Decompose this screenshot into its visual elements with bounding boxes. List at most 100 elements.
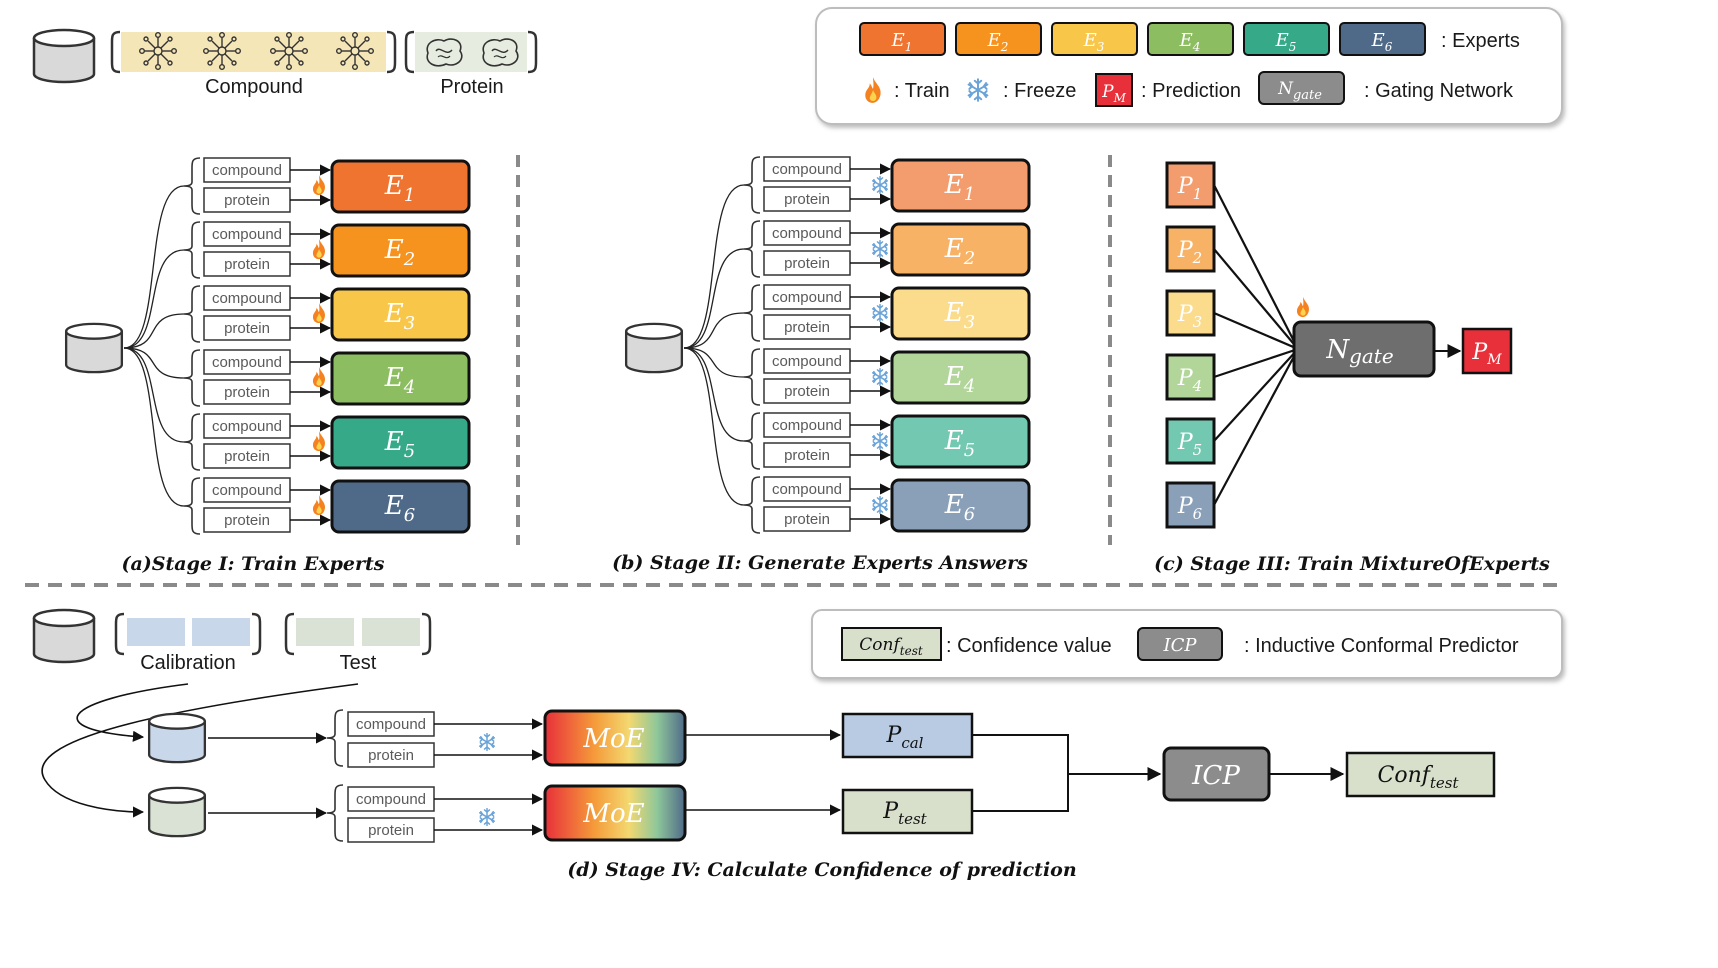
legend-prediction-label: : Prediction <box>1141 80 1241 102</box>
moe-box <box>543 784 687 842</box>
prediction-box <box>1165 289 1216 337</box>
snowflake-icon <box>872 367 888 387</box>
protein-input-label: protein <box>224 192 270 209</box>
protein-input-label: protein <box>784 191 830 208</box>
compound-input-label: compound <box>212 226 282 243</box>
compound-input <box>763 476 851 502</box>
protein-input-label: protein <box>224 512 270 529</box>
expert-label: E1 <box>944 170 975 205</box>
stage4-panel: Calibration Test compoundproteinMoEcompo… <box>32 608 1496 843</box>
expert-label: E5 <box>944 426 975 461</box>
snowflake-icon <box>872 431 888 451</box>
prediction-box <box>1165 161 1216 209</box>
protein-label: Protein <box>440 76 503 98</box>
legend-conf-symbol: Conftest <box>859 635 923 658</box>
legend-prediction-symbol: PM <box>1101 82 1126 105</box>
expert-box <box>330 351 471 406</box>
expert-label: E6 <box>384 491 415 526</box>
protein-input <box>763 314 851 340</box>
snowflake-icon <box>872 303 888 323</box>
icp-label: ICP <box>1191 761 1240 791</box>
compound-input-label: compound <box>356 716 426 733</box>
database-icon <box>624 322 684 374</box>
expert-box <box>890 350 1031 405</box>
database-icon <box>64 322 124 374</box>
compound-input-label: compound <box>772 289 842 306</box>
expert-label: E1 <box>384 171 415 206</box>
expert-box <box>330 479 471 534</box>
legend-expert-swatch <box>1051 22 1138 56</box>
expert-box <box>890 222 1031 277</box>
prediction-box <box>1165 417 1216 465</box>
legend-expert-swatch <box>1147 22 1234 56</box>
flame-icon <box>312 366 326 388</box>
snowflake-icon <box>872 495 888 515</box>
compound-input-label: compound <box>212 482 282 499</box>
legend-expert-label: E4 <box>1179 30 1201 54</box>
compound-input-label: compound <box>772 161 842 178</box>
prediction-box <box>1165 353 1216 401</box>
legend-expert-label: E2 <box>987 30 1009 54</box>
compound-input-label: compound <box>772 225 842 242</box>
flame-icon <box>1296 296 1310 318</box>
legend-gating-symbol: Ngate <box>1277 79 1322 103</box>
legend-expert-label: E5 <box>1275 30 1297 54</box>
test-block <box>296 618 354 646</box>
compound-input <box>203 221 291 247</box>
protein-input-label: protein <box>224 256 270 273</box>
flame-icon <box>312 430 326 452</box>
compound-input <box>203 413 291 439</box>
prediction-box <box>1165 481 1216 529</box>
compound-input-label: compound <box>356 791 426 808</box>
prediction-label: P4 <box>1177 366 1202 395</box>
compound-input <box>763 348 851 374</box>
expert-label: E3 <box>384 299 415 334</box>
test-block <box>362 618 420 646</box>
expert-label: E4 <box>944 362 975 397</box>
conf-label: Conftest <box>1377 763 1459 792</box>
prediction-output-box <box>1461 327 1513 375</box>
legend-experts-label: : Experts <box>1441 30 1520 52</box>
legend-conf-label: : Confidence value <box>946 635 1112 657</box>
compound-input-label: compound <box>212 290 282 307</box>
expert-label: E5 <box>384 427 415 462</box>
prediction-box <box>1165 225 1216 273</box>
gating-network-box <box>1292 320 1436 378</box>
prediction-label: P6 <box>1177 494 1203 523</box>
bottom-legend: Conftest : Confidence value ICP : Induct… <box>811 609 1563 679</box>
p-test-label: Ptest <box>882 799 927 828</box>
expert-box <box>890 414 1031 469</box>
compound-input-label: compound <box>212 162 282 179</box>
legend-freeze-label: : Freeze <box>1003 80 1076 102</box>
calibration-block <box>192 618 250 646</box>
calibration-label: Calibration <box>140 652 236 674</box>
legend-expert-swatch <box>955 22 1042 56</box>
protein-input-label: protein <box>368 822 414 839</box>
test-label: Test <box>340 652 377 674</box>
protein-input <box>763 250 851 276</box>
protein-input-label: protein <box>784 319 830 336</box>
database-icon <box>32 608 96 664</box>
flame-icon <box>312 302 326 324</box>
protein-input-label: protein <box>368 747 414 764</box>
stage2-caption: (b) Stage II: Generate Experts Answers <box>612 552 1028 574</box>
prediction-label: P3 <box>1177 302 1202 331</box>
protein-input-label: protein <box>784 383 830 400</box>
legend-expert-swatch <box>1243 22 1330 56</box>
test-db-icon <box>147 786 207 838</box>
dataset-header: Compound Protein <box>32 28 538 98</box>
expert-box <box>330 287 471 342</box>
stage1-caption: (a)Stage I: Train Experts <box>122 553 385 575</box>
stage3-caption: (c) Stage III: Train MixtureOfExperts <box>1154 553 1550 575</box>
gating-network-label: Ngate <box>1325 335 1393 368</box>
compound-input-label: compound <box>772 481 842 498</box>
protein-input <box>203 187 291 213</box>
expert-box <box>330 415 471 470</box>
legend-expert-label: E3 <box>1083 30 1105 54</box>
compound-input <box>347 786 435 812</box>
legend-expert-label: E1 <box>891 30 913 54</box>
legend-expert-swatch <box>1339 22 1426 56</box>
